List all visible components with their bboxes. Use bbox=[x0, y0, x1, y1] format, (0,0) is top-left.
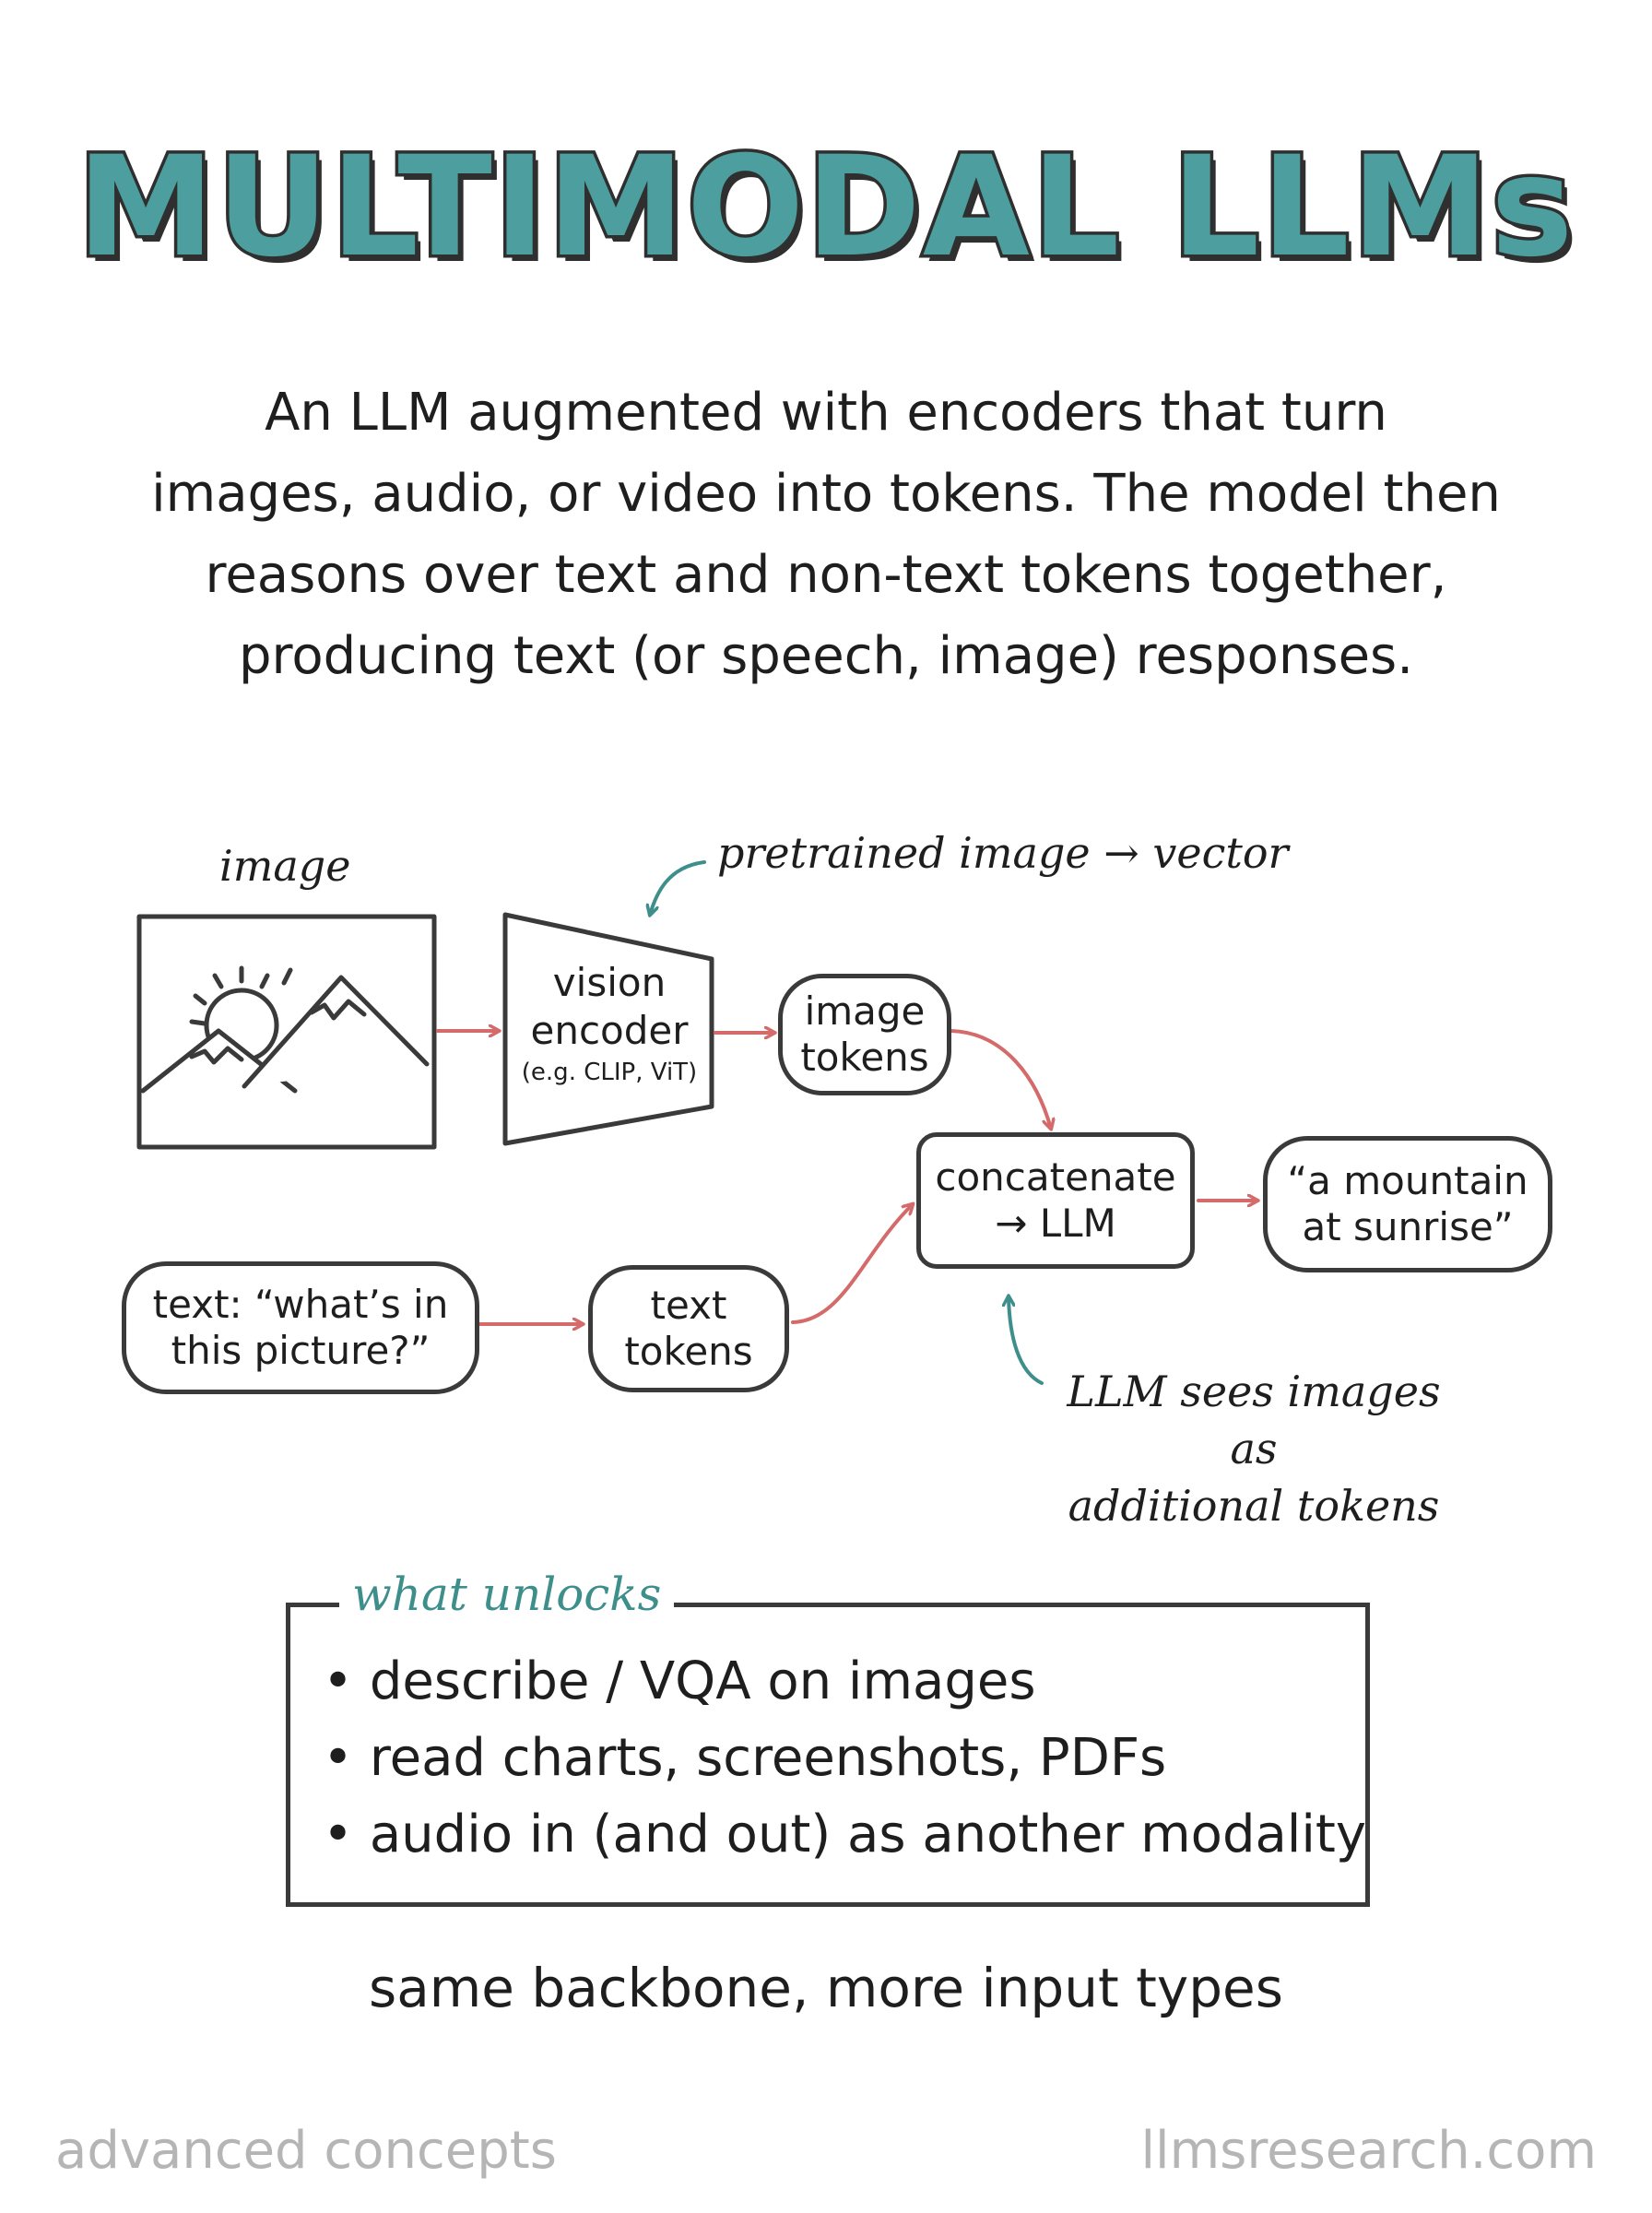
mountain-image-icon bbox=[136, 914, 437, 1150]
tagline: same backbone, more input types bbox=[369, 1957, 1283, 2019]
box-line: tokens bbox=[800, 1035, 929, 1080]
text-input-box: text: “what’s in this picture?” bbox=[122, 1261, 479, 1394]
llm-note-arrow bbox=[1009, 1296, 1044, 1385]
list-item: describe / VQA on images bbox=[323, 1643, 1366, 1720]
description-line: reasons over text and non-text tokens to… bbox=[205, 545, 1447, 605]
box-line: “a mountain bbox=[1287, 1158, 1528, 1203]
unlocks-title: what unlocks bbox=[339, 1568, 675, 1621]
box-line: text bbox=[650, 1283, 727, 1328]
vision-encoder-shape bbox=[502, 912, 714, 1146]
pretrained-note-arrow bbox=[650, 860, 706, 915]
output-box: “a mountain at sunrise” bbox=[1263, 1136, 1552, 1272]
box-line: at sunrise” bbox=[1302, 1204, 1514, 1249]
page-title: MULTIMODAL LLMs bbox=[74, 127, 1576, 288]
image-tokens-box: image tokens bbox=[778, 974, 951, 1095]
arrow-text-tokens-to-concatenate bbox=[791, 1204, 913, 1324]
description-line: images, audio, or video into tokens. The… bbox=[151, 464, 1501, 524]
llm-note-line: additional tokens bbox=[1068, 1481, 1440, 1531]
text-tokens-box: text tokens bbox=[588, 1265, 789, 1392]
box-line: → LLM bbox=[995, 1201, 1116, 1246]
llm-note-line: LLM sees images as bbox=[1067, 1367, 1441, 1473]
description-line: An LLM augmented with encoders that turn bbox=[265, 383, 1387, 443]
concatenate-llm-box: concatenate → LLM bbox=[916, 1132, 1195, 1269]
box-line: text: “what’s in bbox=[152, 1282, 449, 1327]
unlocks-panel bbox=[286, 1603, 1370, 1907]
image-label: image bbox=[219, 841, 351, 891]
unlocks-list: describe / VQA on images read charts, sc… bbox=[323, 1643, 1366, 1873]
pretrained-note: pretrained image → vector bbox=[717, 828, 1289, 878]
box-line: image bbox=[804, 988, 926, 1034]
box-line: this picture?” bbox=[171, 1328, 431, 1373]
description: An LLM augmented with encoders that turn… bbox=[88, 373, 1564, 697]
footer-site: llmsresearch.com bbox=[1140, 2121, 1597, 2181]
footer-category: advanced concepts bbox=[55, 2121, 557, 2181]
vision-encoder-line: encoder bbox=[530, 1008, 689, 1053]
flow-arrows bbox=[436, 1029, 1257, 1324]
arrow-image-tokens-to-concatenate bbox=[950, 1029, 1051, 1129]
description-line: producing text (or speech, image) respon… bbox=[239, 626, 1413, 686]
vision-encoder-line: vision bbox=[552, 960, 667, 1005]
vision-encoder-examples: (e.g. CLIP, ViT) bbox=[521, 1059, 698, 1086]
list-item: audio in (and out) as another modality bbox=[323, 1796, 1366, 1873]
box-line: tokens bbox=[624, 1329, 753, 1374]
llm-note: LLM sees images as additional tokens bbox=[1037, 1363, 1470, 1534]
list-item: read charts, screenshots, PDFs bbox=[323, 1720, 1366, 1796]
vision-encoder: vision encoder (e.g. CLIP, ViT) bbox=[509, 959, 710, 1090]
box-line: concatenate bbox=[935, 1154, 1176, 1200]
